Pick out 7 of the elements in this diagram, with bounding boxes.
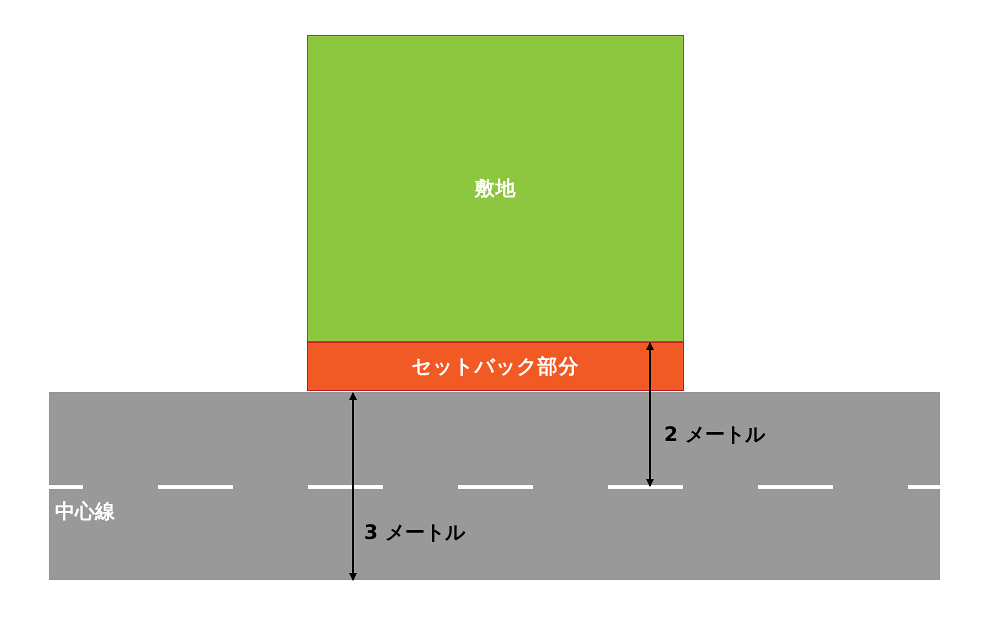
center-line-label: 中心線 — [55, 498, 115, 525]
dimension-label: 2 メートル — [664, 421, 765, 448]
node-label: セットバック部分 — [412, 353, 580, 380]
dimension-label: 3 メートル — [364, 519, 465, 546]
node-label: 敷地 — [474, 175, 516, 202]
site-box — [307, 35, 684, 342]
setback-band — [307, 342, 684, 391]
